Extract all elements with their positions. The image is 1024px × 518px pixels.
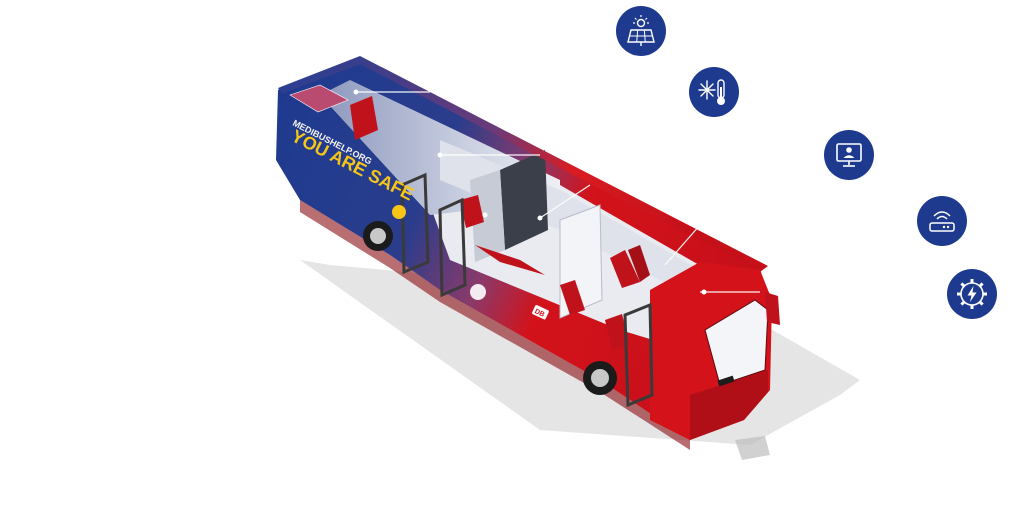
- interior-chair: [350, 96, 378, 140]
- interior-seat: [605, 314, 630, 350]
- roof-solar-panel: [289, 84, 349, 113]
- bus-front-sign: [717, 375, 735, 387]
- wifi-router-icon[interactable]: [917, 196, 967, 246]
- solar-panel-icon[interactable]: [616, 6, 666, 56]
- bus-door-middle: [438, 197, 467, 298]
- gear-lightning-icon[interactable]: [947, 269, 997, 319]
- bus-front-lower: [690, 370, 768, 440]
- callout-lines: [356, 91, 760, 293]
- bus-door-rear: [400, 172, 430, 275]
- monitor-person-icon[interactable]: [824, 130, 874, 180]
- svg-text:DB: DB: [533, 308, 545, 319]
- bus-shadow-small: [735, 436, 770, 460]
- interior-seat: [475, 245, 545, 275]
- bus-windshield: [704, 299, 769, 386]
- accessibility-logo: [470, 284, 486, 300]
- interior-cabinet: [500, 150, 548, 250]
- db-logo: [532, 305, 549, 320]
- interior-cabinet-front: [470, 170, 505, 262]
- bus-door-front: [623, 302, 654, 408]
- callout-dots: [353, 89, 707, 295]
- bus-roof: [278, 56, 768, 272]
- medical-star-logo: [392, 205, 406, 219]
- bus-mirror: [765, 292, 780, 325]
- interior-seat: [560, 280, 585, 315]
- snowflake-thermometer-icon[interactable]: [689, 67, 739, 117]
- interior-seat: [628, 245, 650, 282]
- interior-seat: [610, 250, 640, 288]
- interior-chair: [460, 195, 484, 228]
